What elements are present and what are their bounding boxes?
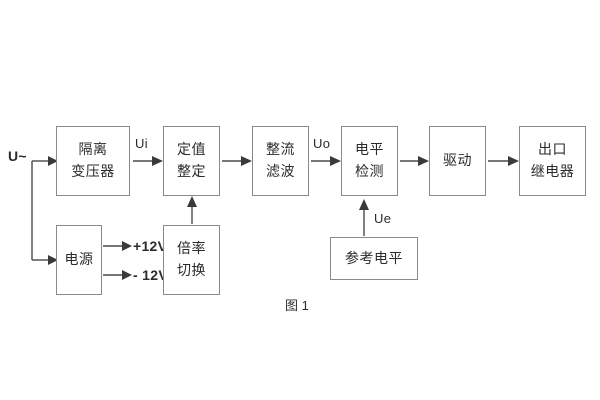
block-line: 整流 <box>266 141 295 158</box>
block-drive: 驱动 <box>429 126 486 196</box>
rail-label-positive-12v: +12V <box>133 238 168 254</box>
block-rectify-filter: 整流 滤波 <box>252 126 309 196</box>
block-line: 驱动 <box>443 152 472 169</box>
block-line: 参考电平 <box>345 249 403 266</box>
block-line: 隔离 <box>78 141 108 158</box>
block-line: 电平 <box>355 141 384 158</box>
signal-label-ue: Ue <box>374 211 392 226</box>
block-reference-level: 参考电平 <box>330 237 418 280</box>
block-line: 滤波 <box>266 163 295 179</box>
input-source-label: U~ <box>8 148 27 164</box>
block-line: 定值 <box>177 141 206 158</box>
rail-label-negative-12v: - 12V <box>133 267 168 283</box>
block-line: 电源 <box>64 251 94 268</box>
block-level-detect: 电平 检测 <box>341 126 398 196</box>
block-line: 继电器 <box>530 163 575 179</box>
signal-label-ui: Ui <box>135 136 148 151</box>
figure-caption: 图 1 <box>285 298 309 313</box>
block-output-relay: 出口 继电器 <box>519 126 586 196</box>
block-power-supply: 电源 <box>56 225 102 295</box>
block-line: 切换 <box>177 262 206 278</box>
signal-label-uo: Uo <box>313 136 331 151</box>
block-setpoint-adjust: 定值 整定 <box>163 126 220 196</box>
block-line: 出口 <box>538 141 567 158</box>
block-multiplier-switch: 倍率 切换 <box>163 225 220 295</box>
block-line: 整定 <box>177 163 206 179</box>
block-isolation-transformer: 隔离 变压器 <box>56 126 130 196</box>
block-line: 变压器 <box>71 163 115 179</box>
block-line: 检测 <box>355 163 384 179</box>
block-line: 倍率 <box>177 240 206 257</box>
